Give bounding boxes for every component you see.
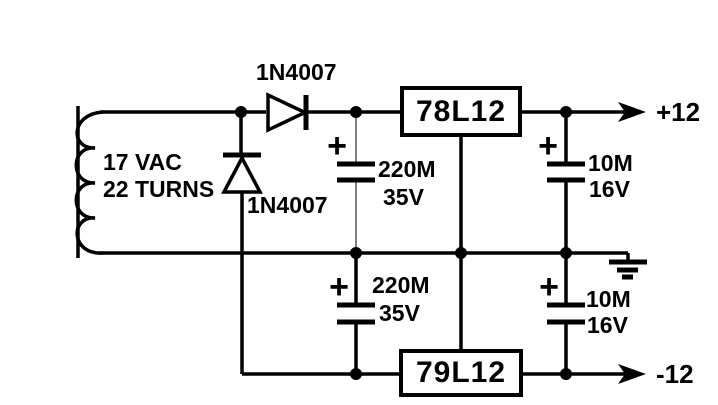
junction-dots <box>235 106 572 380</box>
capacitor-top-output-symbol <box>547 112 585 253</box>
plus-polarity-icon: + <box>539 268 559 306</box>
series-diode-label: 1N4007 <box>256 59 337 85</box>
junction-dot <box>350 106 362 118</box>
transformer-winding <box>74 110 104 255</box>
capacitor-top-filter-symbol <box>337 112 375 253</box>
cap-top-output-value: 10M <box>588 150 633 176</box>
series-diode-symbol <box>266 92 310 133</box>
regulator-79l12: 79L12 <box>399 349 523 397</box>
junction-dot <box>455 247 467 259</box>
junction-dot <box>235 106 247 118</box>
junction-dot <box>560 106 572 118</box>
diode-triangle <box>266 92 310 133</box>
diode-triangle <box>221 154 263 194</box>
transformer-turns-label: 22 TURNS <box>103 176 215 202</box>
ground-icon <box>609 253 647 280</box>
positive-output-label: +12 <box>656 97 701 127</box>
transformer-voltage-label: 17 VAC <box>103 149 182 175</box>
cap-top-filter-voltage: 35V <box>383 184 424 210</box>
cap-top-output-voltage: 16V <box>589 176 630 202</box>
plus-polarity-icon: + <box>327 127 347 165</box>
capacitor-bottom-filter-symbol <box>337 253 375 374</box>
shunt-diode-symbol <box>221 152 263 194</box>
junction-dot <box>560 368 572 380</box>
plus-polarity-icon: + <box>538 127 558 165</box>
regulator-78l12: 78L12 <box>400 86 522 137</box>
cap-bottom-filter-voltage: 35V <box>379 300 420 326</box>
transformer-symbol <box>74 106 104 258</box>
output-arrow-negative-icon <box>618 364 646 384</box>
junction-dot <box>350 247 362 259</box>
junction-dot <box>560 247 572 259</box>
cap-bottom-filter-value: 220M <box>372 272 430 298</box>
junction-dot <box>350 368 362 380</box>
cap-bottom-output-voltage: 16V <box>587 312 628 338</box>
output-arrow-positive-icon <box>618 102 646 122</box>
cap-top-filter-value: 220M <box>378 156 436 182</box>
plus-polarity-icon: + <box>329 268 349 306</box>
shunt-diode-label: 1N4007 <box>247 192 328 218</box>
capacitor-bottom-output-symbol <box>547 253 585 374</box>
wires <box>100 110 628 376</box>
cap-bottom-output-value: 10M <box>586 286 631 312</box>
negative-output-label: -12 <box>656 359 694 389</box>
